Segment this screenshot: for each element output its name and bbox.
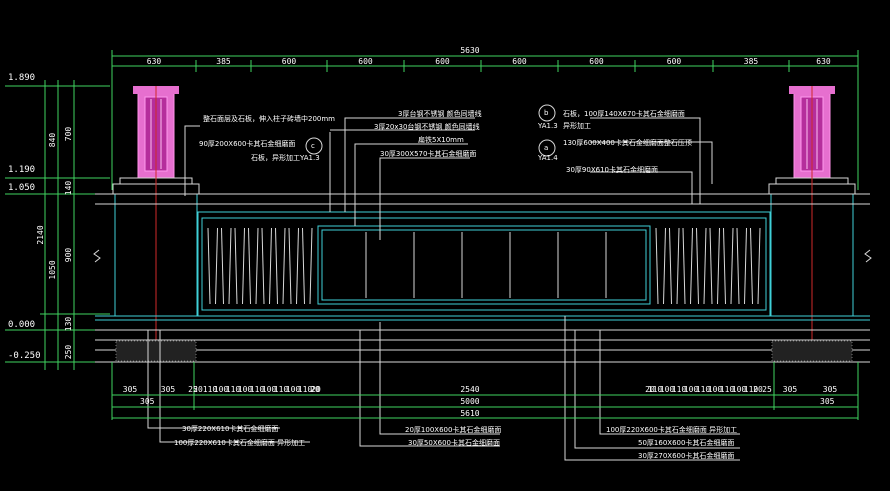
tag-b: b: [544, 109, 549, 117]
bottom-row1-label: 305: [161, 385, 176, 394]
annotation-leaders: [147, 104, 740, 461]
vdim-130: 130: [64, 317, 73, 332]
bottom-row1-label: 100: [684, 385, 699, 394]
bottom-dim-5000: 5000: [460, 397, 479, 406]
bottom-row1-label: 100: [708, 385, 723, 394]
tag-a-ref: YA1.4: [537, 154, 558, 162]
bottom-row1-label: 110: [226, 385, 241, 394]
vdim-900: 900: [64, 248, 73, 263]
vdim-700: 700: [64, 127, 73, 142]
top-dimension-chain: 5630 630 385 600 600 600 600 600 600 385 630: [111, 46, 859, 190]
note-bottom-left-2: 100厚220X610卡其石金细磨面 异形加工: [174, 438, 305, 447]
tag-a: a: [544, 144, 548, 152]
note-bottom-mid-2: 30厚50X600卡其石金细磨面: [408, 438, 500, 447]
tag-c-ref: YA1.3: [299, 154, 320, 162]
bottom-row1-label: 110: [648, 385, 663, 394]
bottom-row1-label: 100: [286, 385, 301, 394]
bottom-row1-label: 110: [298, 385, 313, 394]
top-segment-label: 600: [282, 57, 297, 66]
note-center-4: 30厚300X570卡其石金细磨面: [380, 149, 476, 158]
bottom-dim-305-left: 305: [140, 397, 155, 406]
bottom-row1-label: 100: [262, 385, 277, 394]
note-bottom-right-1: 100厚220X600卡其石金细磨面 异形加工: [606, 425, 737, 434]
bottom-row1-label: 20: [310, 385, 320, 394]
bottom-row1-label: 305: [783, 385, 798, 394]
bottom-row1-label: 20: [645, 385, 655, 394]
note-bottom-left-1: 30厚220X610卡其石金细磨面: [182, 424, 278, 433]
level-1190: 1.190: [8, 165, 35, 175]
vdim-2140: 2140: [36, 225, 45, 244]
top-segment-label: 630: [147, 57, 162, 66]
bottom-row1-label: 305: [123, 385, 138, 394]
vdim-1050: 1050: [48, 260, 57, 279]
top-segment-label: 600: [589, 57, 604, 66]
vdim-250: 250: [64, 345, 73, 360]
note-left-mid: 90厚200X600卡其石金细磨面: [199, 139, 295, 148]
railing-body: [93, 193, 872, 363]
bottom-row1-label: 2540: [460, 385, 479, 394]
bottom-row1-label: 20: [753, 385, 763, 394]
bottom-row1-label: 110: [696, 385, 711, 394]
note-left-mid2: 石板，异形加工: [251, 153, 300, 162]
top-segment-label: 600: [667, 57, 682, 66]
total-width-label: 5630: [460, 46, 479, 55]
left-pillar: [112, 86, 200, 340]
bottom-row1-label: 100: [238, 385, 253, 394]
note-left-top: 整石面层及石板，伸入柱子砖墙中200mm: [203, 114, 335, 123]
tag-b-ref: YA1.3: [537, 122, 558, 130]
bottom-row1-label: 110: [672, 385, 687, 394]
top-segment-label: 385: [744, 57, 759, 66]
bottom-row1-label: 110: [274, 385, 289, 394]
level-1050: 1.050: [8, 183, 35, 193]
level-minus-0250: -0.250: [8, 351, 41, 361]
top-segment-label: 630: [816, 57, 831, 66]
top-segment-label: 600: [512, 57, 527, 66]
bottom-row1-label: 100: [732, 385, 747, 394]
note-bottom-mid-1: 20厚100X600卡其石金细磨面: [405, 425, 501, 434]
right-pillar: [768, 86, 856, 340]
bottom-dim-305-right: 305: [820, 397, 835, 406]
bottom-row1-label: 110: [203, 385, 218, 394]
level-1890: 1.890: [8, 73, 35, 83]
note-center-1: 3厚台钢不锈钢 颜色同墙线: [398, 109, 482, 118]
note-center-2: 3厚20x30台钢不锈钢 颜色同墙线: [374, 122, 480, 131]
note-bottom-right-2: 50厚160X600卡其石金细磨面: [638, 438, 734, 447]
bottom-dim-5610: 5610: [460, 409, 479, 418]
bottom-row1-label: 100: [214, 385, 229, 394]
bottom-row1-label: 110: [744, 385, 759, 394]
bottom-row1-label: 110: [720, 385, 735, 394]
top-segment-label: 600: [435, 57, 450, 66]
note-right-3: 30厚90X610卡其石金细磨面: [566, 165, 658, 174]
bottom-row1-label: 20: [311, 385, 321, 394]
top-segment-label: 385: [216, 57, 231, 66]
note-bottom-right-3: 30厚270X600卡其石金细磨面: [638, 451, 734, 460]
annotation-text: 整石面层及石板，伸入柱子砖墙中200mm 90厚200X600卡其石金细磨面 石…: [174, 109, 737, 460]
vdim-140: 140: [64, 181, 73, 196]
top-segment-label: 600: [358, 57, 373, 66]
bottom-row1-label: 25: [762, 385, 772, 394]
bottom-row1-label: 305: [823, 385, 838, 394]
bottom-row1-label: 110: [250, 385, 265, 394]
level-0000: 0.000: [8, 320, 35, 330]
note-right-1b: 异形加工: [563, 121, 591, 130]
vdim-840: 840: [48, 133, 57, 148]
bottom-row1-label: 100: [660, 385, 675, 394]
left-level-markers: 1.890 1.190 1.050 0.000 -0.250 840 2140 …: [5, 73, 110, 370]
bottom-row1-label: 20: [193, 385, 203, 394]
bottom-row1-label: 25: [188, 385, 198, 394]
tag-c: c: [311, 142, 315, 150]
note-right-1: 石板，100厚140X670卡其石金细磨面: [563, 109, 685, 118]
note-right-2: 130厚600X400卡其石金细磨面整石压顶: [563, 138, 692, 147]
note-center-3: 扁铁5X10mm: [418, 135, 464, 144]
